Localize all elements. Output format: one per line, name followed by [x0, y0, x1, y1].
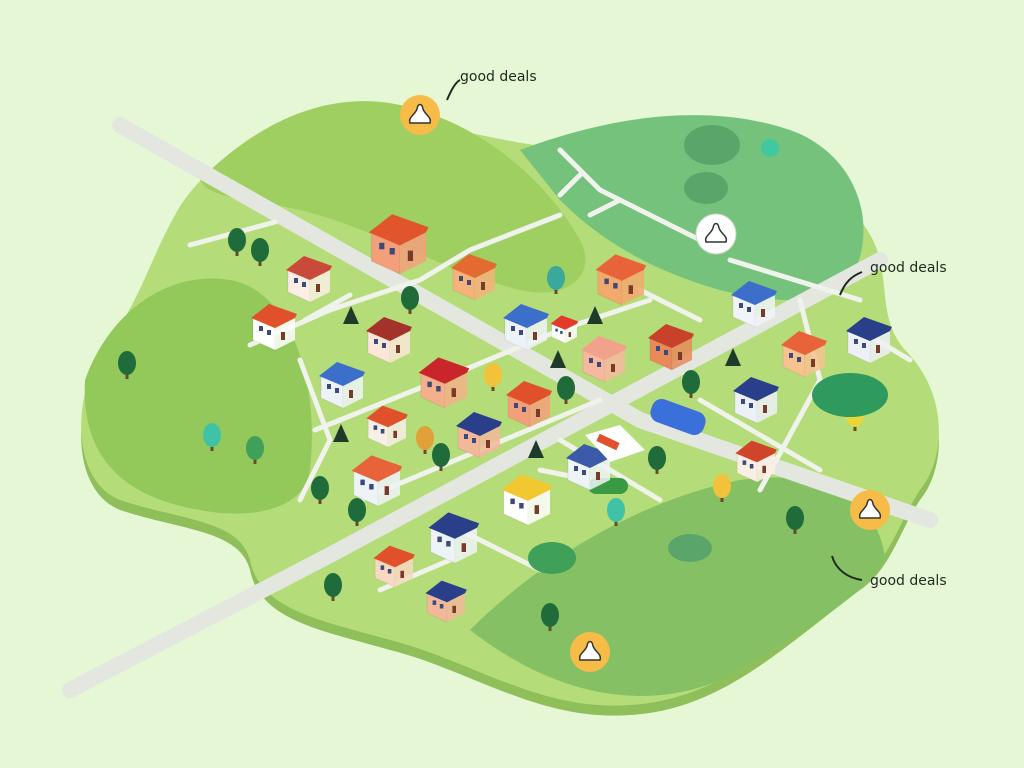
car: [596, 433, 620, 451]
street: [697, 397, 823, 473]
pin-drop-icon: [578, 640, 602, 661]
callout-label[interactable]: good deals: [870, 260, 947, 276]
house: [425, 580, 467, 623]
pond: [668, 534, 712, 562]
house: [733, 377, 779, 424]
pine-tree: [343, 306, 359, 324]
street: [302, 292, 353, 323]
street: [297, 437, 333, 503]
main-road: [62, 252, 888, 698]
tree: [311, 476, 329, 504]
tree: [228, 228, 246, 256]
tree: [203, 423, 221, 451]
house: [581, 336, 627, 383]
house: [735, 440, 777, 483]
house: [366, 317, 412, 364]
pine-tree: [587, 306, 603, 324]
street: [312, 297, 653, 433]
tree: [118, 351, 136, 379]
pine-tree: [725, 348, 741, 366]
tree: [484, 363, 502, 391]
house: [595, 254, 647, 306]
house: [418, 357, 470, 409]
tree: [432, 443, 450, 471]
callout-label[interactable]: good deals: [870, 573, 947, 589]
pin-drop-icon: [408, 103, 432, 124]
house: [373, 545, 415, 588]
house: [731, 281, 777, 328]
house: [550, 315, 579, 344]
tree: [648, 446, 666, 474]
tree: [682, 370, 700, 398]
pin-drop-icon: [858, 498, 882, 519]
callout-labels: good deals good deals good deals: [446, 69, 947, 589]
street: [557, 172, 583, 198]
house: [351, 455, 403, 507]
hill-northeast: [520, 115, 864, 300]
tree: [557, 376, 575, 404]
map-marker[interactable]: [570, 632, 610, 672]
street: [757, 297, 823, 493]
tree: [324, 573, 342, 601]
pine-tree: [550, 350, 566, 368]
tree: [547, 266, 565, 294]
house: [456, 412, 502, 459]
bus: [650, 398, 706, 436]
tree: [607, 498, 625, 526]
street: [727, 257, 863, 303]
house: [648, 324, 694, 371]
street: [587, 197, 623, 218]
house: [286, 256, 332, 303]
house: [846, 317, 892, 364]
pond: [684, 172, 728, 204]
house: [366, 405, 408, 448]
tree: [348, 498, 366, 526]
tree: [786, 506, 804, 534]
house: [251, 304, 297, 351]
tree: [541, 603, 559, 631]
map-marker[interactable]: [695, 213, 737, 255]
house: [501, 474, 553, 526]
callout-label[interactable]: good deals: [460, 69, 537, 85]
forest: [812, 373, 888, 417]
tree: [246, 436, 264, 464]
house: [319, 362, 365, 409]
pond: [684, 125, 740, 165]
tree: [713, 474, 731, 502]
bush: [761, 139, 779, 157]
bush: [528, 542, 576, 574]
house: [368, 214, 429, 276]
pin-drop-icon: [704, 222, 728, 243]
main-road: [112, 117, 938, 528]
street: [297, 357, 333, 443]
pine-tree: [333, 424, 349, 442]
trees: [118, 228, 888, 631]
pine-tree: [528, 440, 544, 458]
houses: [251, 214, 892, 623]
map-marker[interactable]: [850, 490, 890, 530]
house: [781, 331, 827, 378]
map-marker[interactable]: [400, 95, 440, 135]
tree: [401, 286, 419, 314]
map-markers[interactable]: [400, 95, 890, 672]
house: [506, 381, 552, 428]
house: [451, 254, 497, 301]
tree: [416, 426, 434, 454]
house: [566, 444, 612, 491]
tree: [251, 238, 269, 266]
street: [557, 147, 723, 253]
street: [637, 287, 703, 323]
house: [503, 304, 549, 351]
house: [428, 512, 480, 564]
